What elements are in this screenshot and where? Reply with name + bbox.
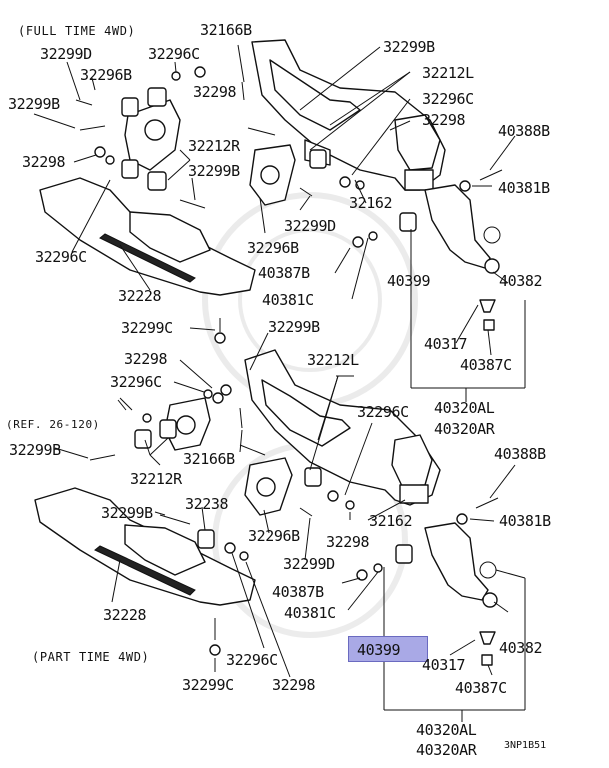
crossmember-top <box>251 39 446 191</box>
part-label[interactable]: 32228 <box>118 287 162 305</box>
part-label[interactable]: 32298 <box>422 111 466 129</box>
part-label[interactable]: 32296C <box>357 403 409 421</box>
part-label[interactable]: 32298 <box>124 350 168 368</box>
part-label[interactable]: 32299B <box>188 162 240 180</box>
leader-lines-top <box>33 44 526 402</box>
skid-plate-32228-top <box>39 177 256 296</box>
part-label[interactable]: 32296C <box>226 651 278 669</box>
part-label[interactable]: 32298 <box>193 83 237 101</box>
part-label[interactable]: 40381B <box>498 179 550 197</box>
part-label[interactable]: 40317 <box>424 335 468 353</box>
part-label[interactable]: 40388B <box>494 445 546 463</box>
part-label[interactable]: 32166B <box>183 450 235 468</box>
part-label[interactable]: 40387C <box>455 679 507 697</box>
skid-plate-32228-bottom <box>34 487 256 606</box>
part-label[interactable]: 32212L <box>422 64 474 82</box>
part-label[interactable]: 32299D <box>283 555 335 573</box>
bushings-bottom <box>134 419 413 564</box>
part-label[interactable]: 32296B <box>80 66 132 84</box>
control-arm-bottom <box>424 522 498 666</box>
part-label[interactable]: 40387B <box>258 264 310 282</box>
part-label[interactable]: 32299C <box>182 676 234 694</box>
caption-full-time-4wd: (FULL TIME 4WD) <box>18 24 136 38</box>
part-label[interactable]: 32296C <box>35 248 87 266</box>
part-label[interactable]: 32296C <box>110 373 162 391</box>
part-label[interactable]: 40387C <box>460 356 512 374</box>
part-label[interactable]: 32212L <box>307 351 359 369</box>
part-label[interactable]: 32298 <box>326 533 370 551</box>
control-arm-top <box>424 184 501 331</box>
part-label[interactable]: 32298 <box>22 153 66 171</box>
part-label[interactable]: 32299B <box>9 441 61 459</box>
diagram-code: 3NP1B51 <box>504 740 547 751</box>
part-label[interactable]: 32238 <box>185 495 229 513</box>
part-label[interactable]: 32299D <box>40 45 92 63</box>
leader-lines-bottom <box>54 327 526 722</box>
part-label[interactable]: 40317 <box>422 656 466 674</box>
part-label[interactable]: 40387B <box>272 583 324 601</box>
part-label[interactable]: 40381C <box>262 291 314 309</box>
bushings-top <box>121 87 417 232</box>
part-label[interactable]: 40399 <box>387 272 431 290</box>
part-label[interactable]: 32296C <box>422 90 474 108</box>
part-label[interactable]: 32212R <box>130 470 182 488</box>
crossmember-bottom <box>244 349 441 506</box>
part-label[interactable]: 32162 <box>349 194 393 212</box>
bolts-top <box>75 66 503 248</box>
highlighted-part-number: 40399 <box>357 641 401 659</box>
part-label[interactable]: 40320AR <box>434 420 495 438</box>
part-label[interactable]: 32299C <box>121 319 173 337</box>
part-label[interactable]: 40382 <box>499 272 543 290</box>
part-label[interactable]: 40381C <box>284 604 336 622</box>
part-label[interactable]: 32299B <box>8 95 60 113</box>
caption-ref: (REF. 26-120) <box>6 418 100 431</box>
caption-part-time-4wd: (PART TIME 4WD) <box>32 650 150 664</box>
part-label[interactable]: 32162 <box>369 512 413 530</box>
part-label[interactable]: 32299D <box>284 217 336 235</box>
part-label[interactable]: 40320AL <box>416 721 477 739</box>
part-label[interactable]: 32166B <box>200 21 252 39</box>
part-label[interactable]: 32298 <box>272 676 316 694</box>
part-label[interactable]: 32299B <box>268 318 320 336</box>
part-label[interactable]: 40382 <box>499 639 543 657</box>
part-label[interactable]: 40320AL <box>434 399 495 417</box>
part-label[interactable]: 32228 <box>103 606 147 624</box>
bracket-32212R-top <box>124 99 296 206</box>
part-label[interactable]: 32212R <box>188 137 240 155</box>
bolts-bottom <box>89 318 499 656</box>
part-label[interactable]: 40388B <box>498 122 550 140</box>
part-label[interactable]: 40381B <box>499 512 551 530</box>
part-label[interactable]: 32299B <box>101 504 153 522</box>
part-label[interactable]: 32296B <box>247 239 299 257</box>
part-label[interactable]: 32296B <box>248 527 300 545</box>
part-label[interactable]: 40320AR <box>416 741 477 759</box>
part-label[interactable]: 32296C <box>148 45 200 63</box>
highlighted-part-40399[interactable]: 40399 <box>348 636 428 662</box>
part-label[interactable]: 32299B <box>383 38 435 56</box>
